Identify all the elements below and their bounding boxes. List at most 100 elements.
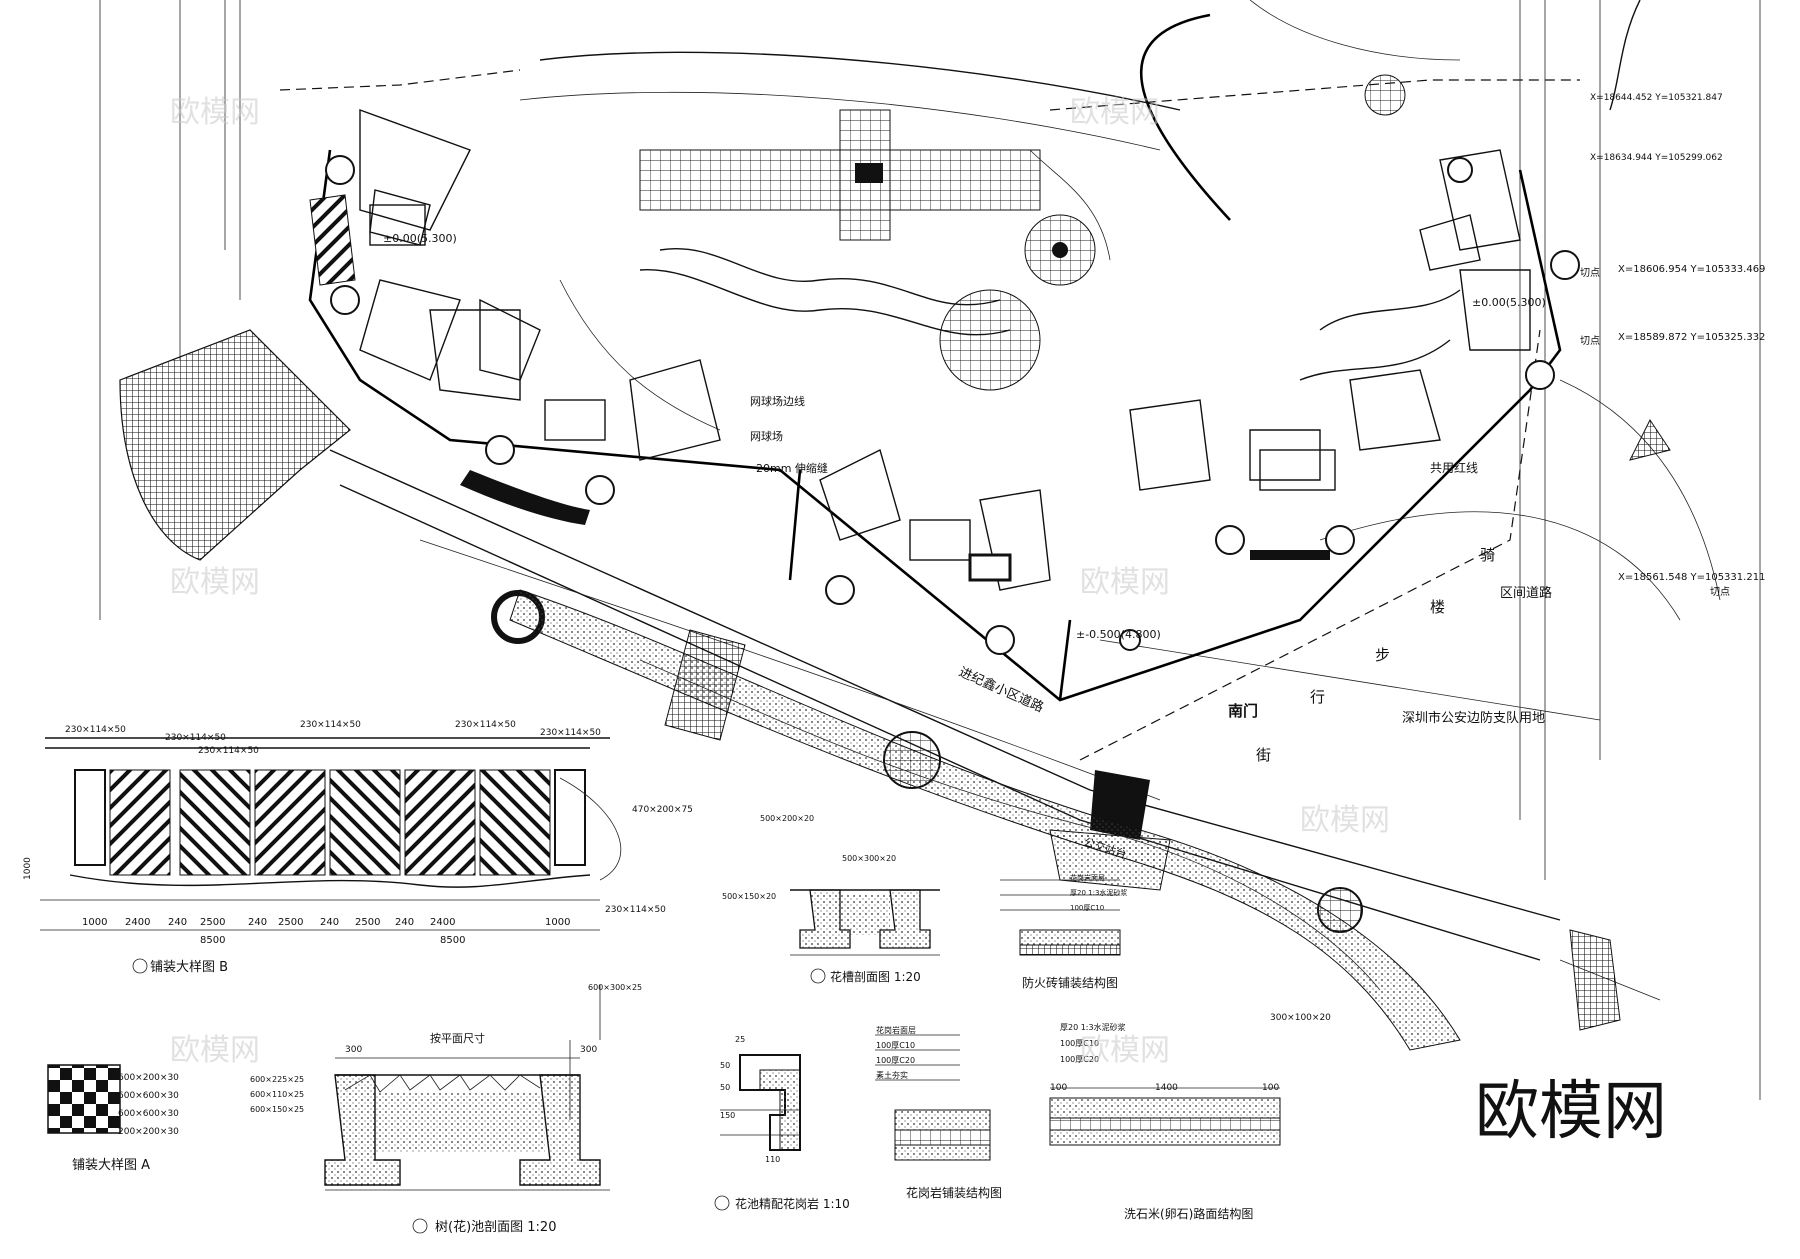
sidewalk-char-2: 楼 bbox=[1430, 598, 1445, 616]
fire-lane-layer-1: 花岗岩面层 bbox=[1070, 873, 1105, 882]
detail-a-title: 铺装大样图 A bbox=[72, 1158, 150, 1173]
boundary-label: 共用红线 bbox=[1430, 460, 1478, 475]
cut-point-2: 切点 bbox=[1580, 335, 1600, 347]
road-label-access: 进纪鑫小区道路 bbox=[956, 664, 1046, 716]
granite-structure: 花岗岩面层 100厚C10 100厚C20 素土夯实 花岗岩铺装结构图 bbox=[875, 1025, 1002, 1200]
detail-b-dim-11: 1000 bbox=[545, 917, 570, 928]
detail-b-dim-top-5: 230×114×50 bbox=[455, 720, 516, 730]
sidewalk-char-3: 步 bbox=[1375, 646, 1390, 664]
detail-3-callout-3: 600×150×25 bbox=[250, 1105, 304, 1114]
watermark-7: 欧模网 bbox=[1080, 1033, 1170, 1068]
cut-point-1: 切点 bbox=[1580, 267, 1600, 279]
detail-b-dim-2: 2400 bbox=[125, 917, 150, 928]
detail-a-callout-3: 600×600×30 bbox=[118, 1109, 179, 1119]
detail-5-title: 花池精配花岗岩 1:10 bbox=[735, 1196, 850, 1211]
detail-4-callout-2: 500×300×20 bbox=[842, 854, 896, 863]
detail-b-dim-top-1: 230×114×50 bbox=[65, 725, 126, 735]
washed-dim-3: 100 bbox=[1262, 1083, 1279, 1093]
detail-b-dim-1: 1000 bbox=[82, 917, 107, 928]
detail-a-callout-2: 600×600×30 bbox=[118, 1091, 179, 1101]
landuse-label: 深圳市公安边防支队用地 bbox=[1402, 710, 1545, 726]
sidewalk-char-5: 街 bbox=[1256, 746, 1271, 764]
gate-label-south: 南门 bbox=[1228, 702, 1258, 720]
fire-lane-layer-2: 厚20 1:3水泥砂浆 bbox=[1070, 888, 1127, 897]
detail-b-dim-total-2: 8500 bbox=[440, 935, 465, 946]
detail-5-granite-edge: 25 50 50 150 110 花池精配花岗岩 1:10 bbox=[714, 1035, 850, 1211]
court-label-joint: 20mm 伸缩缝 bbox=[756, 461, 828, 475]
washed-layer-1: 厚20 1:3水泥砂浆 bbox=[1060, 1022, 1126, 1032]
detail-3-dim-left: 300 bbox=[345, 1045, 362, 1055]
detail-b-callout-1: 470×200×75 bbox=[632, 805, 693, 815]
detail-5-dim-1: 25 bbox=[735, 1035, 745, 1044]
granite-layer-1: 花岗岩面层 bbox=[876, 1025, 916, 1035]
detail-b-dim-top-4: 230×114×50 bbox=[198, 746, 259, 756]
detail-5-dim-2: 50 bbox=[720, 1061, 730, 1070]
fire-lane-layer-3: 100厚C10 bbox=[1070, 904, 1104, 912]
detail-3-callout-4: 600×300×25 bbox=[588, 983, 642, 992]
detail-3-tree-pit: 按平面尺寸 300 300 600×225×25 600×110×25 600×… bbox=[250, 983, 642, 1235]
coord-5: X=18634.944 Y=105299.062 bbox=[1590, 153, 1723, 163]
washed-title: 洗石米(卵石)路面结构图 bbox=[1124, 1206, 1253, 1221]
detail-b-dim-top-6: 230×114×50 bbox=[540, 728, 601, 738]
detail-b-callout-3: 1000 bbox=[23, 857, 33, 880]
watermark-4: 欧模网 bbox=[1080, 565, 1170, 600]
granite-title: 花岗岩铺装结构图 bbox=[906, 1185, 1002, 1200]
detail-b-dim-6: 2500 bbox=[278, 917, 303, 928]
detail-3-top-label: 按平面尺寸 bbox=[430, 1031, 485, 1045]
detail-4-title: 花槽剖面图 1:20 bbox=[830, 969, 921, 984]
detail-b-dim-7: 240 bbox=[320, 917, 339, 928]
detail-3-callout-1: 600×225×25 bbox=[250, 1075, 304, 1084]
sidewalk-char-4: 行 bbox=[1310, 688, 1325, 706]
washed-callout: 300×100×20 bbox=[1270, 1013, 1331, 1023]
detail-4-callout-3: 500×150×20 bbox=[722, 892, 776, 901]
washed-dim-1: 100 bbox=[1050, 1083, 1067, 1093]
detail-b-dim-9: 240 bbox=[395, 917, 414, 928]
detail-4-planter: 500×200×20 500×300×20 500×150×20 花槽剖面图 1… bbox=[722, 814, 940, 984]
brand-logo-text: 欧模网 bbox=[1475, 1075, 1667, 1149]
watermark-1: 欧模网 bbox=[170, 95, 260, 130]
tree-symbols bbox=[325, 155, 1580, 655]
granite-layer-3: 100厚C20 bbox=[876, 1056, 915, 1065]
fire-lane-title: 防火砖铺装结构图 bbox=[1022, 975, 1118, 990]
washed-layer-3: 100厚C20 bbox=[1060, 1055, 1099, 1064]
cut-point-3: 切点 bbox=[1710, 586, 1730, 598]
washed-dim-2: 1400 bbox=[1155, 1083, 1178, 1093]
washed-stone-structure: 100 1400 100 300×100×20 厚20 1:3水泥砂浆 100厚… bbox=[1049, 1013, 1331, 1221]
detail-5-dim-5: 110 bbox=[765, 1155, 780, 1164]
watermark-5: 欧模网 bbox=[1300, 803, 1390, 838]
building-cluster-nw bbox=[359, 109, 721, 461]
detail-a-callout-1: 600×200×30 bbox=[118, 1073, 179, 1083]
granite-layer-2: 100厚C10 bbox=[876, 1041, 915, 1050]
detail-3-dim-right: 300 bbox=[580, 1045, 597, 1055]
building-cluster-ne bbox=[1129, 149, 1531, 491]
road-label-east: 区间道路 bbox=[1500, 585, 1552, 601]
court-label: 网球场 bbox=[750, 429, 783, 443]
detail-3-title: 树(花)池剖面图 1:20 bbox=[435, 1219, 556, 1235]
watermark-3: 欧模网 bbox=[170, 565, 260, 600]
detail-4-callout-1: 500×200×20 bbox=[760, 814, 814, 823]
detail-a-callout-4: 200×200×30 bbox=[118, 1127, 179, 1137]
detail-a-paving: 600×200×30 600×600×30 600×600×30 200×200… bbox=[47, 1064, 179, 1173]
coord-1: X=18606.954 Y=105333.469 bbox=[1618, 264, 1765, 275]
detail-b-paving: 230×114×50 230×114×50 230×114×50 230×114… bbox=[23, 720, 693, 975]
building-cluster-mid bbox=[819, 448, 1051, 591]
detail-b-dim-3: 240 bbox=[168, 917, 187, 928]
detail-3-callout-2: 600×110×25 bbox=[250, 1090, 304, 1099]
coord-4: X=18644.452 Y=105321.847 bbox=[1590, 93, 1723, 103]
detail-b-dim-top-2: 230×114×50 bbox=[165, 733, 226, 743]
detail-b-callout-2: 230×114×50 bbox=[605, 905, 666, 915]
granite-layer-4: 素土夯实 bbox=[876, 1070, 908, 1080]
watermarks: 欧模网 欧模网 欧模网 欧模网 欧模网 欧模网 欧模网 欧模网 bbox=[170, 95, 1667, 1149]
watermark-2: 欧模网 bbox=[1070, 95, 1160, 130]
site-plan: 区间道路 南门 进纪鑫小区道路 公交站台 深圳市公安边防支队用地 共用红线 骑 … bbox=[99, 0, 1765, 1100]
elevation-south: ±-0.500(4.800) bbox=[1076, 628, 1161, 641]
coord-2: X=18589.872 Y=105325.332 bbox=[1618, 332, 1765, 343]
detail-b-dim-top-3: 230×114×50 bbox=[300, 720, 361, 730]
detail-b-title: 铺装大样图 B bbox=[150, 960, 228, 975]
washed-layer-2: 100厚C10 bbox=[1060, 1039, 1099, 1048]
detail-b-dim-5: 240 bbox=[248, 917, 267, 928]
elevation-ne: ±0.00(5.300) bbox=[1472, 296, 1546, 309]
court-label-edge: 网球场边线 bbox=[750, 394, 805, 408]
